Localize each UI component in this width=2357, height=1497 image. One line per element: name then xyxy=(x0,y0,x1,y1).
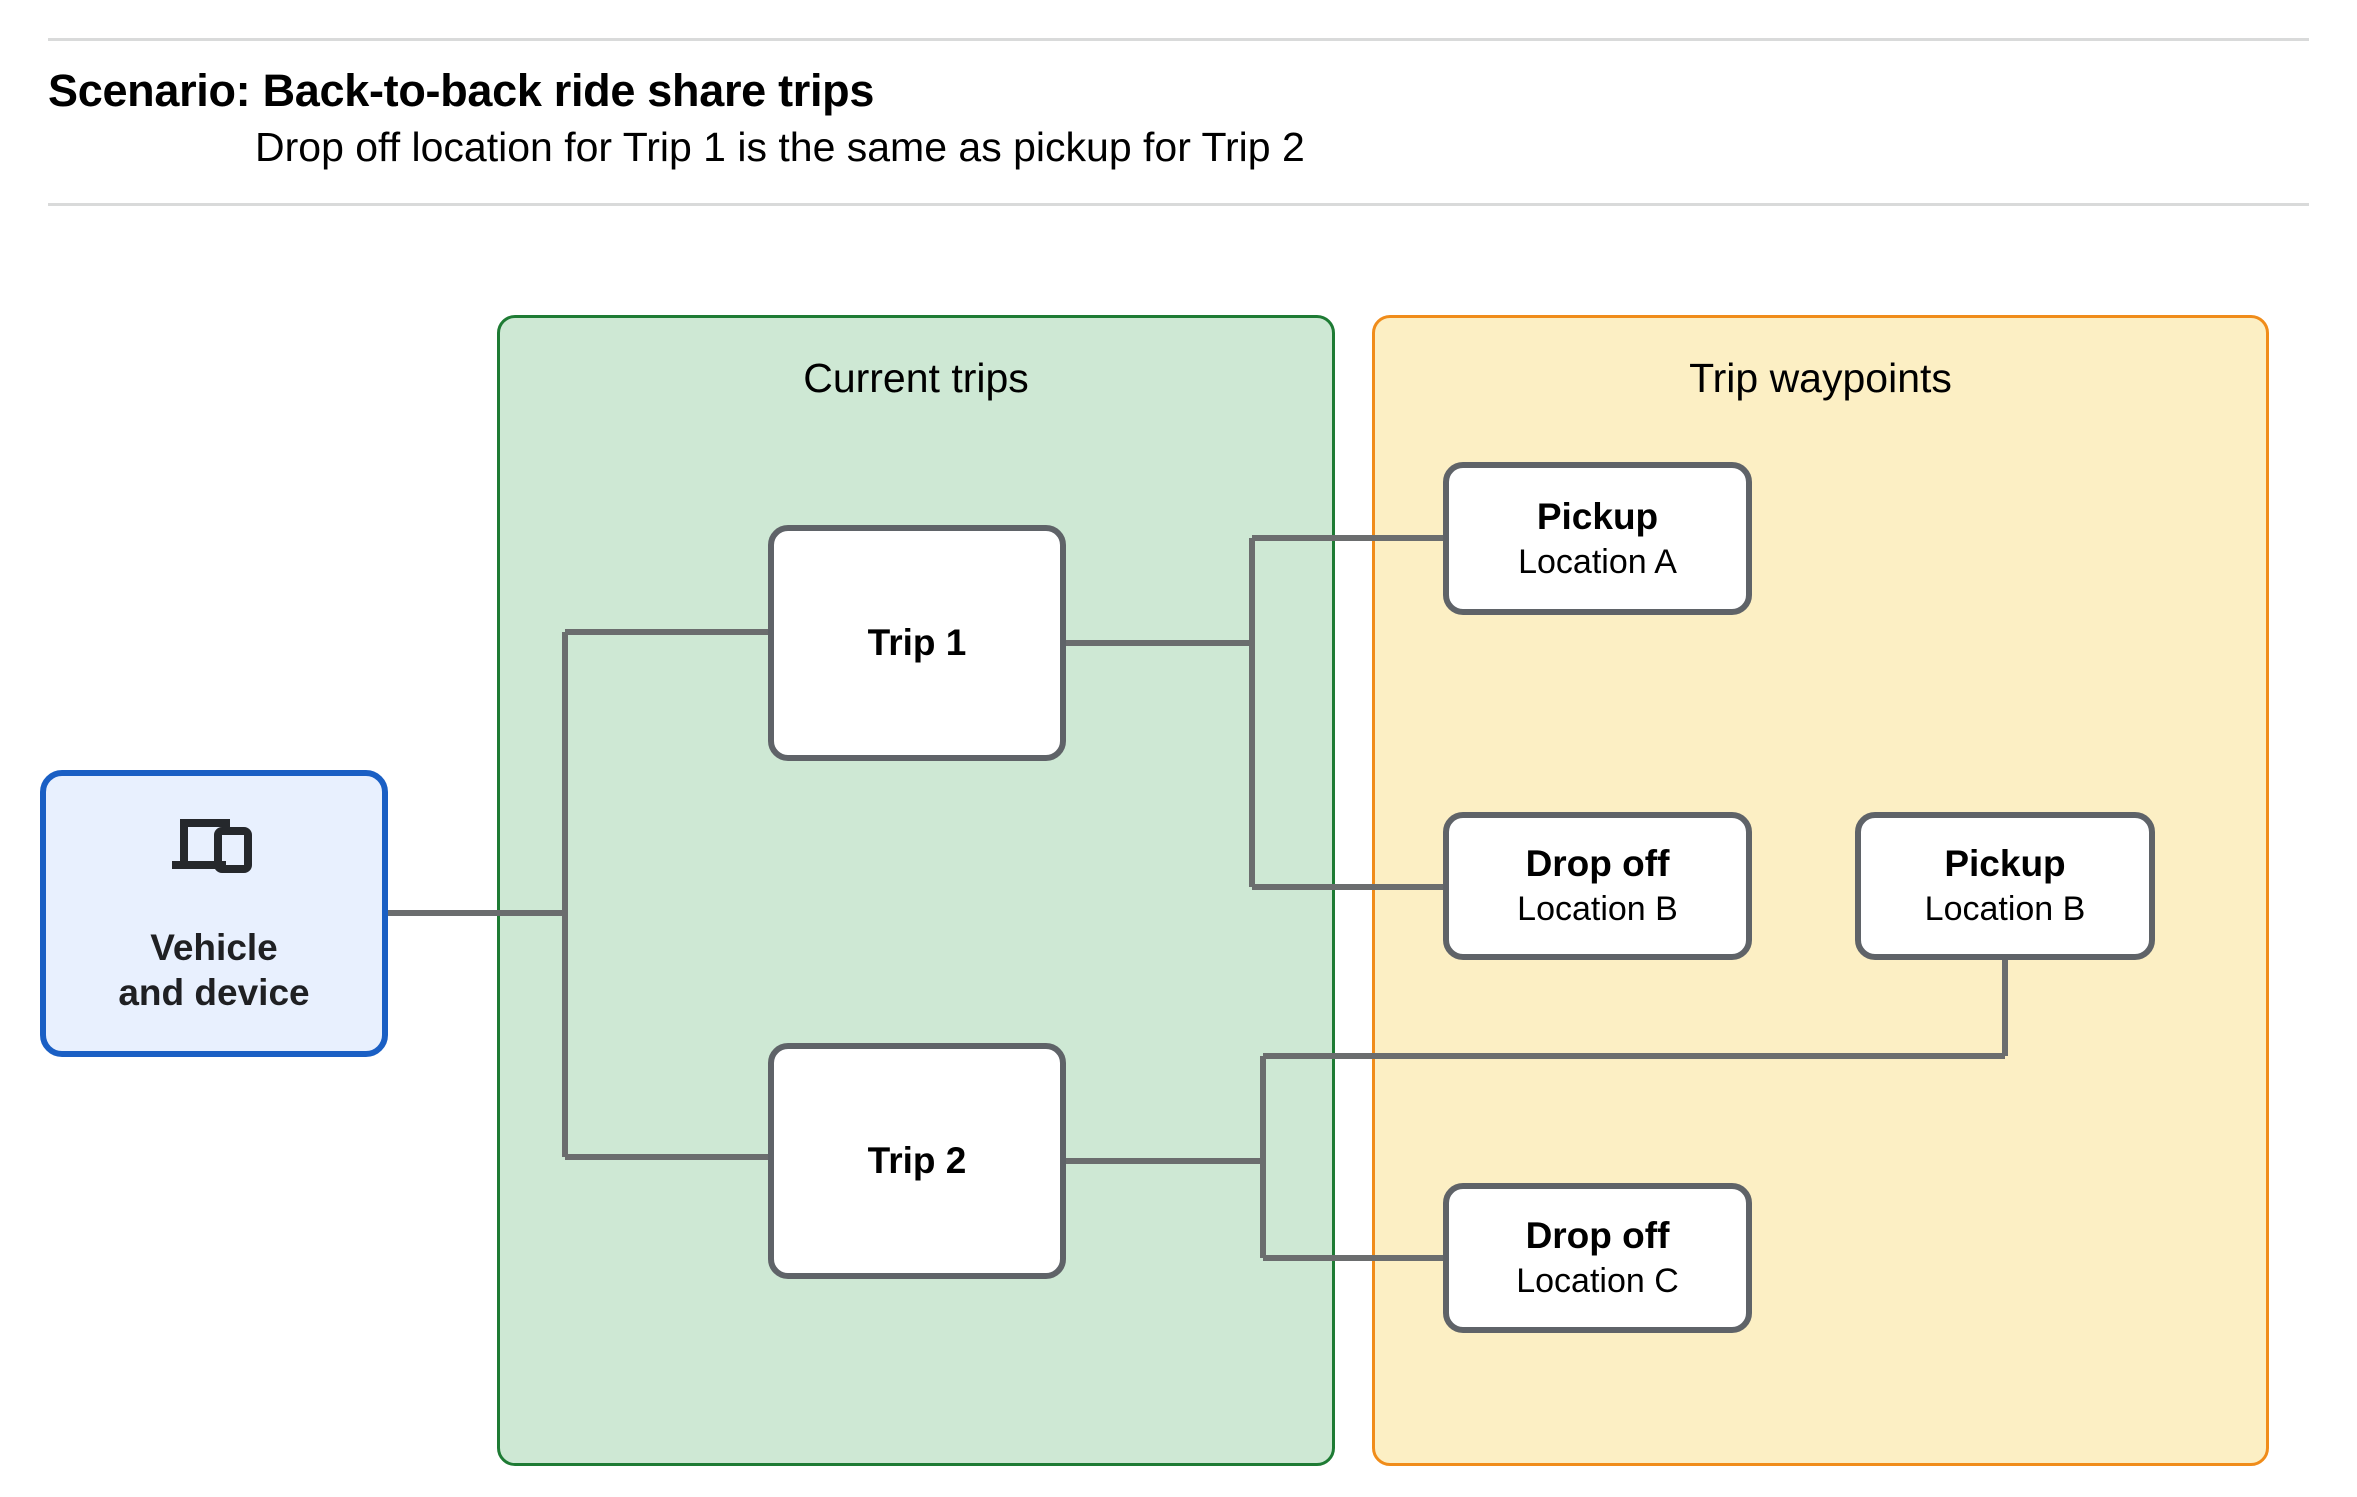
page-subtitle: Drop off location for Trip 1 is the same… xyxy=(255,124,1305,170)
node-waypoint-pickup-a[interactable]: Pickup Location A xyxy=(1443,462,1752,615)
node-pickup-b-title: Pickup xyxy=(1944,843,2066,884)
group-current-trips-title: Current trips xyxy=(803,355,1029,401)
node-trip-2[interactable]: Trip 2 xyxy=(768,1043,1066,1279)
node-waypoint-pickup-b[interactable]: Pickup Location B xyxy=(1855,812,2155,960)
node-pickup-a-title: Pickup xyxy=(1536,495,1659,537)
node-pickup-b-location: Location B xyxy=(1924,890,2086,928)
node-trip-1[interactable]: Trip 1 xyxy=(768,525,1066,761)
node-trip-1-label: Trip 1 xyxy=(867,622,967,663)
group-trip-waypoints-title: Trip waypoints xyxy=(1689,355,1952,401)
node-waypoint-dropoff-b[interactable]: Drop off Location B xyxy=(1443,812,1752,960)
devices-icon xyxy=(172,818,252,873)
header-rule-top xyxy=(48,38,2309,41)
page-title: Scenario: Back-to-back ride share trips xyxy=(48,65,875,116)
node-dropoff-c-location: Location C xyxy=(1516,1262,1679,1300)
node-vehicle-and-device[interactable]: Vehicle and device xyxy=(40,770,388,1057)
node-dropoff-c-title: Drop off xyxy=(1525,1215,1670,1256)
node-dropoff-b-location: Location B xyxy=(1517,890,1678,928)
header-rule-bottom xyxy=(48,203,2309,206)
node-waypoint-dropoff-c[interactable]: Drop off Location C xyxy=(1443,1183,1752,1333)
header: Scenario: Back-to-back ride share trips … xyxy=(48,62,2248,174)
node-trip-2-label: Trip 2 xyxy=(867,1140,967,1181)
vehicle-and-device-label: Vehicle and device xyxy=(118,926,310,1013)
node-pickup-a-location: Location A xyxy=(1518,542,1677,581)
node-dropoff-b-title: Drop off xyxy=(1525,843,1670,884)
